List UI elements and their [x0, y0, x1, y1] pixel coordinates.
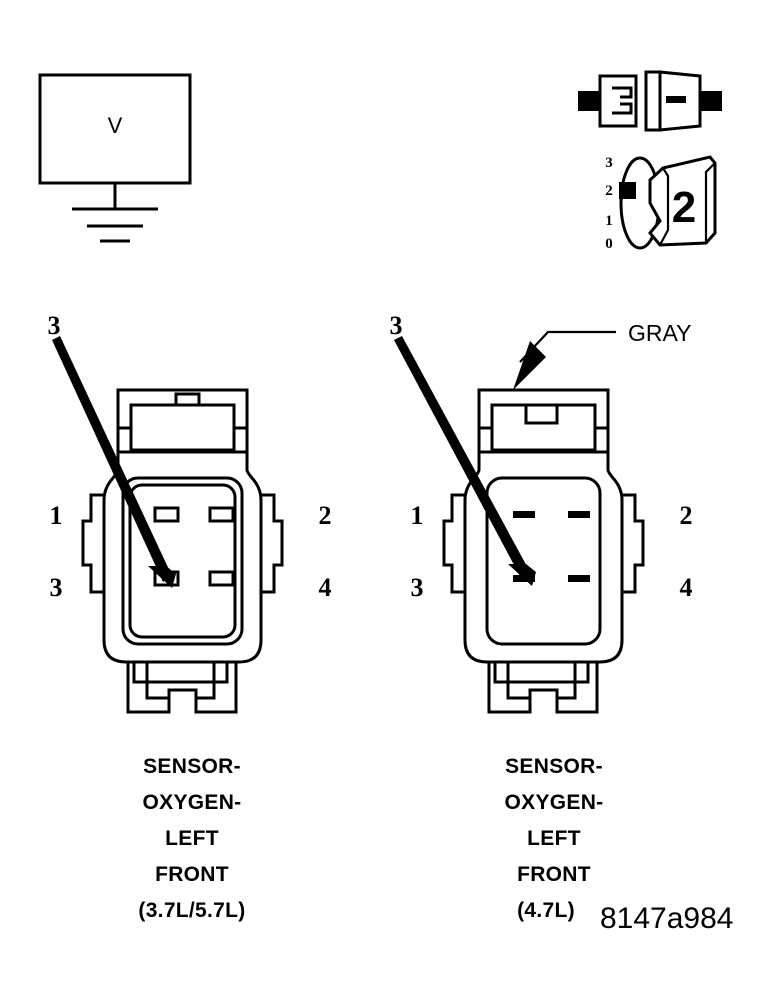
right-connector-group: 3 GRAY 1 2 3 4	[390, 311, 693, 922]
voltmeter-symbol: V	[38, 73, 192, 243]
connector-probe-icon	[578, 70, 722, 132]
left-face-outer	[121, 476, 244, 646]
right-face-outer	[485, 476, 602, 646]
probe-male-shell	[598, 74, 638, 128]
right-cavity-3	[513, 575, 535, 582]
right-foot-notch-right	[573, 662, 590, 684]
probe-female-slot	[666, 96, 686, 103]
left-caption-line-1: SENSOR-	[143, 755, 241, 778]
left-side-tab-right	[261, 493, 284, 594]
voltmeter-label: V	[108, 113, 123, 138]
left-pin-label-3: 3	[50, 573, 63, 602]
left-pin-label-2: 2	[319, 501, 332, 530]
right-latch-tab	[524, 405, 559, 425]
right-caption-line-2: OXYGEN-	[505, 791, 604, 814]
right-pin-label-2: 2	[680, 501, 693, 530]
left-foot-step-left	[145, 682, 169, 700]
dial-scale-2: 2	[605, 183, 613, 199]
dial-position-marker	[619, 182, 636, 199]
cavity-dial-icon: 3 2 1 0 2	[605, 155, 717, 252]
left-latch-tab	[174, 392, 201, 405]
right-side-tab-right	[622, 493, 645, 594]
right-cavity-1	[513, 511, 535, 518]
dial-scale-1: 1	[605, 213, 613, 229]
left-side-tab-left	[81, 493, 104, 594]
dial-selected-value: 2	[672, 183, 696, 232]
right-cavity-4	[568, 575, 590, 582]
left-cavity-2	[208, 506, 235, 523]
left-caption-line-3: LEFT	[165, 827, 219, 850]
right-connector-shell	[463, 452, 624, 664]
probe-collar	[644, 70, 662, 132]
dial-body-edge	[659, 167, 670, 246]
right-callout-arrow-shaft	[394, 336, 530, 578]
left-foot-outer	[126, 662, 238, 714]
right-caption-line-1: SENSOR-	[505, 755, 603, 778]
right-cavity-2	[568, 511, 590, 518]
probe-male-blade-top	[612, 86, 633, 99]
left-caption-line-5: (3.7L/5.7L)	[138, 899, 245, 922]
left-cavity-3	[153, 570, 180, 587]
probe-wire-left	[578, 91, 600, 111]
right-callout-number: 3	[390, 311, 403, 340]
left-caption-line-4: FRONT	[155, 863, 229, 886]
probe-wire-right	[700, 91, 722, 111]
right-foot-step-left	[506, 682, 530, 700]
left-pin-label-1: 1	[50, 501, 63, 530]
left-connector-shell	[102, 452, 263, 664]
gray-leader-arrowhead	[513, 341, 546, 390]
dial-body-edge-right	[704, 162, 716, 243]
left-caption-line-2: OXYGEN-	[143, 791, 242, 814]
right-foot-step-right	[557, 682, 577, 700]
right-pin-label-4: 4	[680, 573, 693, 602]
right-foot-outer	[487, 662, 599, 714]
ground-symbol	[72, 183, 158, 243]
dial-scale-3: 3	[605, 155, 613, 171]
left-foot-notch-left	[132, 662, 149, 684]
right-caption-line-4: FRONT	[517, 863, 591, 886]
left-foot-step-right	[196, 682, 216, 700]
right-pin-label-1: 1	[411, 501, 424, 530]
left-cavity-4	[208, 570, 235, 587]
left-foot-notch-right	[212, 662, 229, 684]
figure-id-label: 8147a984	[600, 902, 733, 935]
left-connector-group: 3 1 2 3 4 SENSOR-	[48, 311, 332, 922]
dial-scale-0: 0	[605, 236, 613, 252]
right-caption-line-3: LEFT	[527, 827, 581, 850]
left-callout-arrow-shaft	[52, 336, 172, 582]
left-cavity-1	[153, 506, 180, 523]
left-callout-number: 3	[48, 311, 61, 340]
probe-male-blade-bottom	[612, 102, 633, 115]
right-caption-line-5: (4.7L)	[517, 899, 575, 922]
right-side-tab-left	[442, 493, 465, 594]
right-pin-label-3: 3	[411, 573, 424, 602]
left-face-inner	[128, 483, 237, 639]
left-pin-label-4: 4	[319, 573, 332, 602]
gray-color-label: GRAY	[628, 320, 691, 346]
right-foot-notch-left	[493, 662, 510, 684]
